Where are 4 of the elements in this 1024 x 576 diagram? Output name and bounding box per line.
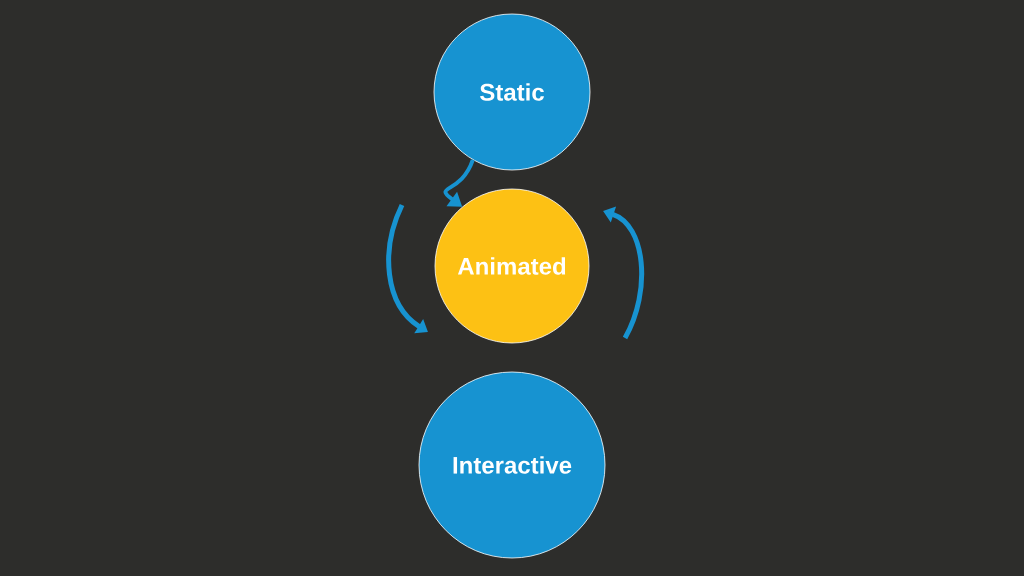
circle-node: Interactive [418,371,606,559]
arrow [443,159,475,207]
circle-node: Static [433,13,591,171]
circle-node: Animated [434,188,590,344]
